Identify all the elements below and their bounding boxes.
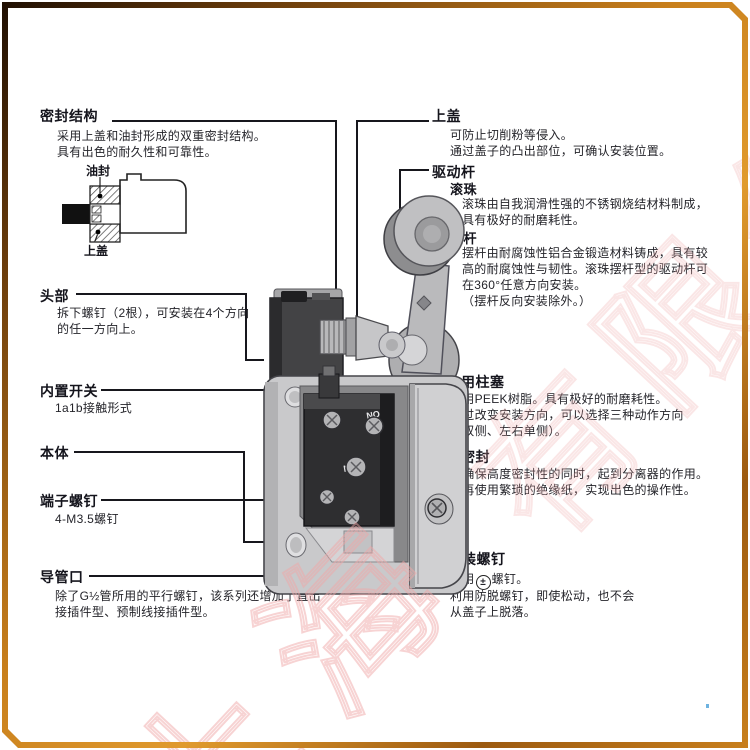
section-title-conduit-port: 导管口 <box>40 569 84 585</box>
section-title-terminal-screw: 端子螺钉 <box>40 493 98 509</box>
case-seal-line: 不再使用繁琐的绝缘纸，实现出色的操作性。 <box>450 483 697 497</box>
body-mount-hole-top-inner <box>289 391 301 403</box>
cover-screw <box>427 498 447 518</box>
callout-line-seal <box>112 120 336 122</box>
limit-switch-illustration: NO NC <box>263 195 469 595</box>
head-line: 的任一方向上。 <box>57 322 144 336</box>
cover-screw-line1-post: 螺钉。 <box>491 572 529 586</box>
case-seal-line: 在确保高度密封性的同时，起到分离器的作用。 <box>450 467 709 481</box>
seal-structure-line: 具有出色的耐久性和可靠性。 <box>57 145 217 159</box>
callout-line-drive-rod <box>399 169 429 171</box>
inset-oil-seal-label: 油封 <box>86 164 111 178</box>
lever-line: 摆杆由耐腐蚀性铝合金锻造材料铸成，具有较 <box>462 246 709 260</box>
top-cover-line: 通过盖子的凸出部位，可确认安装位置。 <box>450 144 672 158</box>
bearing-hatch-top <box>89 185 121 205</box>
plunger-line: 通过改变安装方向，可以选择三种动作方向 <box>450 408 684 422</box>
top-cover-line: 可防止切削粉等侵入。 <box>450 128 574 142</box>
seal-ring-top <box>91 205 102 214</box>
seal-ring-bottom <box>91 214 102 223</box>
conduit-notch <box>343 530 373 554</box>
lever-line: 高的耐腐蚀性与韧性。滚珠摆杆型的驱动杆可 <box>462 262 709 276</box>
bearing-hatch-bottom <box>89 223 121 243</box>
roller-ball-line: 滚珠由自我润滑性强的不锈钢烧结材料制成， <box>462 197 709 211</box>
callout-line-body-v <box>243 451 245 543</box>
conduit-port-line: 接插件型、预制线接插件型。 <box>55 605 215 619</box>
head-outline <box>119 173 187 234</box>
cover-screw-line: 利用防脱螺钉，即使松动，也不会 <box>450 589 635 603</box>
callout-line-head <box>76 293 246 295</box>
section-title-seal-structure: 密封结构 <box>40 108 98 124</box>
head-left-facet <box>270 298 282 386</box>
terminal-screw-line: 4-M3.5螺钉 <box>55 512 119 526</box>
switch-block-side <box>380 394 394 526</box>
top-cover-point <box>95 229 101 235</box>
inset-top-cover-label: 上盖 <box>84 244 109 258</box>
shaft-collar <box>345 317 357 357</box>
internal-plunger <box>318 373 340 399</box>
artifact-dot <box>706 704 709 708</box>
shaft-black <box>62 204 90 224</box>
head-cap <box>281 291 307 302</box>
roller-hub-center <box>423 225 441 243</box>
body-left-shade <box>265 382 278 586</box>
cap-cover-edge <box>410 384 415 588</box>
callout-line-head-v <box>245 293 247 361</box>
lever-line: （摆杆反向安装除外。） <box>462 294 592 308</box>
head-cap-side <box>312 293 330 300</box>
section-title-head: 头部 <box>40 288 69 304</box>
oil-seal-point <box>97 193 103 199</box>
section-title-body: 本体 <box>40 445 69 461</box>
head-line: 拆下螺钉（2根），可安装在4个方向 <box>57 306 250 320</box>
shaft-end-cap-inner <box>386 339 398 351</box>
plunger-line: 使用PEEK树脂。具有极好的耐磨耗性。 <box>450 392 668 406</box>
callout-line-top-cover <box>356 120 429 122</box>
seal-structure-line: 采用上盖和油封形成的双重密封结构。 <box>57 129 267 143</box>
section-title-top-cover: 上盖 <box>432 108 461 124</box>
lever-line: 在360°任意方向安装。 <box>462 278 587 292</box>
body-mount-hole-bottom-inner <box>290 537 302 553</box>
seal-cross-section-diagram <box>62 173 187 243</box>
section-title-built-in-switch: 内置开关 <box>40 383 98 399</box>
internal-plunger-tip <box>322 365 336 377</box>
callout-line-body <box>74 451 244 453</box>
cover-screw-line: 从盖子上脱落。 <box>450 605 537 619</box>
built-in-switch-line: 1a1b接触形式 <box>55 401 133 415</box>
roller-ball-line: 具有极好的耐磨耗性。 <box>462 213 586 227</box>
